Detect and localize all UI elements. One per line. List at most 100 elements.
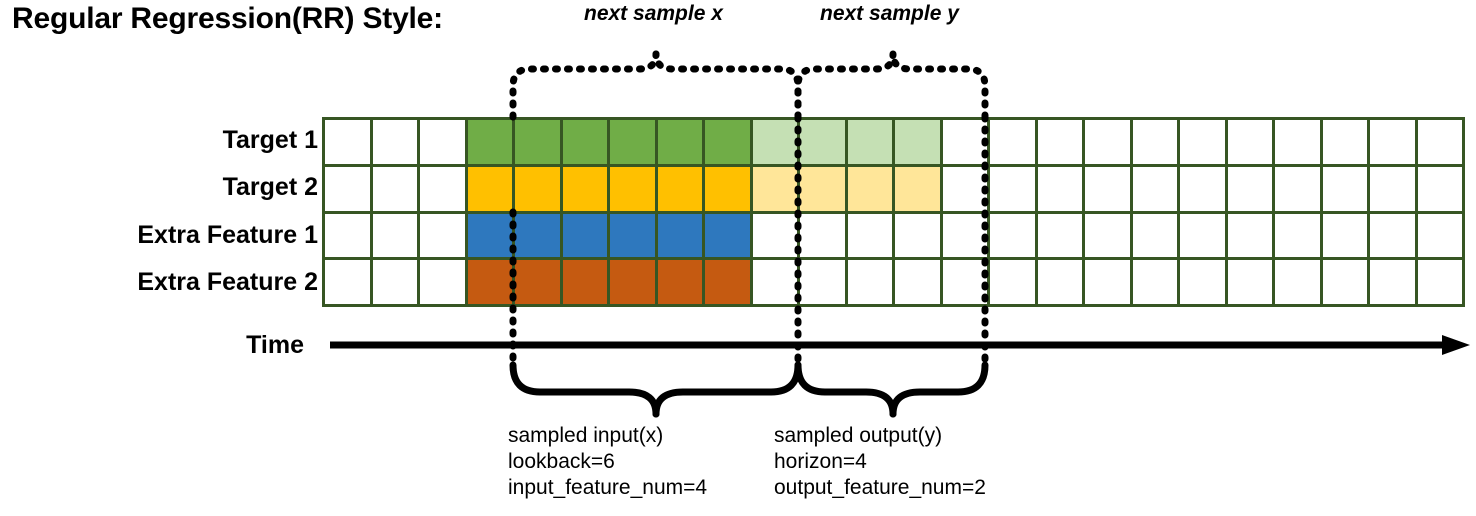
grid-cell [1132,260,1177,304]
grid-cell [1132,213,1177,258]
grid-cell [942,260,987,304]
grid-cell [847,120,892,164]
grid-cell [1275,166,1320,211]
grid-cell [325,213,370,258]
grid-cell [467,166,512,211]
grid-cell [1180,213,1225,258]
grid-cell [800,166,845,211]
grid-cell [1085,120,1130,164]
grid-cell [1322,166,1367,211]
caption-next-sample-x: next sample x [584,2,723,25]
grid-cell [467,120,512,164]
grid-cell [562,120,607,164]
grid-cell [1085,166,1130,211]
grid-cell [752,213,797,258]
grid-cell [847,213,892,258]
grid-cell [372,120,417,164]
grid-cell [420,213,465,258]
page-title: Regular Regression(RR) Style: [12,2,443,35]
grid-cell [1227,260,1272,304]
brace-sampled-output [794,361,989,418]
brace-next-sample-y [794,50,989,121]
grid-cell [1275,260,1320,304]
grid-cell [562,213,607,258]
row-label-target-1: Target 1 [222,126,318,154]
grid-cell [562,166,607,211]
grid-cell [515,166,560,211]
grid-cell [325,166,370,211]
grid-cell [990,213,1035,258]
grid-cell [752,120,797,164]
grid-cell [1370,260,1415,304]
grid-cell [1085,213,1130,258]
grid-cell [1180,166,1225,211]
brace-next-sample-x [509,50,802,121]
grid-cell [515,260,560,304]
grid-cell [847,166,892,211]
grid-cell [1322,213,1367,258]
grid-cell [990,120,1035,164]
grid-cell [1275,213,1320,258]
grid-cell [705,213,750,258]
grid-cell [610,120,655,164]
grid-cell [467,260,512,304]
grid-cell [1370,166,1415,211]
annotation-sampled-output-line-1: sampled output(y) [774,424,943,447]
annotation-sampled-output: sampled output(y) horizon=4 output_featu… [774,423,986,501]
axis-label-time: Time [246,331,304,359]
grid-cell [990,166,1035,211]
grid-cell [800,120,845,164]
grid-cell [420,260,465,304]
grid-cell [325,120,370,164]
grid-cell [610,166,655,211]
grid-cell [657,120,702,164]
grid-cell [372,260,417,304]
row-label-extra-feature-1: Extra Feature 1 [137,221,318,249]
grid-cell [1370,120,1415,164]
grid-cell [1417,213,1462,258]
grid-cell [1180,260,1225,304]
annotation-sampled-input-line-3: input_feature_num=4 [508,476,708,499]
time-axis-arrow [330,335,1470,355]
grid-cell [705,166,750,211]
grid-cell [895,120,940,164]
grid-cell [657,166,702,211]
grid-cell [1322,260,1367,304]
grid-cell [562,260,607,304]
row-label-target-2: Target 2 [222,173,318,201]
grid-cell [657,260,702,304]
grid-cell [1417,166,1462,211]
grid-cell [1275,120,1320,164]
grid-cell [610,260,655,304]
grid-cell [420,120,465,164]
annotation-sampled-input-line-2: lookback=6 [508,450,615,473]
caption-next-sample-y: next sample y [820,2,959,25]
grid-cell [1227,166,1272,211]
grid-cell [1132,166,1177,211]
grid-cell [1417,120,1462,164]
grid-cell [752,166,797,211]
grid-cell [800,213,845,258]
grid-cell [1227,213,1272,258]
annotation-sampled-output-line-3: output_feature_num=2 [774,476,986,499]
grid-cell [1037,260,1082,304]
grid-cell [1085,260,1130,304]
grid-cell [372,213,417,258]
grid-cell [467,213,512,258]
grid-cell [800,260,845,304]
grid-cell [1037,213,1082,258]
grid-cell [1227,120,1272,164]
grid-cell [1132,120,1177,164]
grid-cell [420,166,465,211]
grid-cell [372,166,417,211]
grid-cell [895,213,940,258]
timeline-grid [322,117,1465,307]
grid-cell [752,260,797,304]
row-label-extra-feature-2: Extra Feature 2 [137,268,318,296]
grid-cell [705,260,750,304]
grid-cell [942,166,987,211]
grid-cell [515,213,560,258]
grid-cell [1417,260,1462,304]
grid-cell [1370,213,1415,258]
